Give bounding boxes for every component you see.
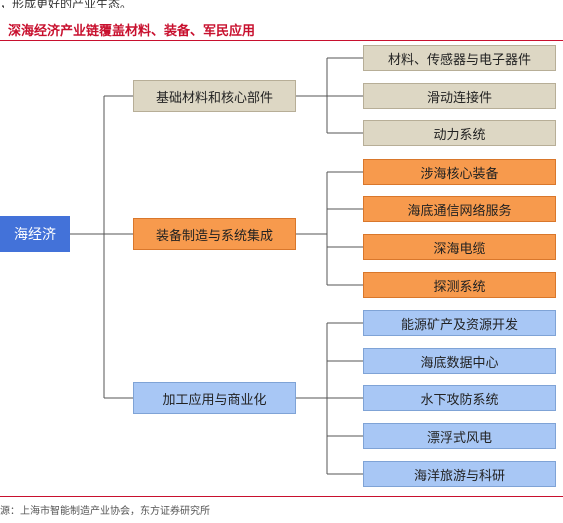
leaf-node: 海底数据中心 xyxy=(363,348,556,374)
branch-node-materials: 基础材料和核心部件 xyxy=(133,80,296,112)
footer-divider xyxy=(0,496,563,497)
leaf-node: 深海电缆 xyxy=(363,234,556,260)
leaf-node: 漂浮式风电 xyxy=(363,423,556,449)
leaf-node: 能源矿产及资源开发 xyxy=(363,310,556,336)
leaf-node: 探测系统 xyxy=(363,272,556,298)
branch-node-equipment: 装备制造与系统集成 xyxy=(133,218,296,250)
cutoff-top-text: ，形成更好的产业生态。 xyxy=(0,0,133,8)
title-divider xyxy=(0,40,563,41)
leaf-node: 海洋旅游与科研 xyxy=(363,461,556,487)
leaf-node: 滑动连接件 xyxy=(363,83,556,109)
leaf-node: 涉海核心装备 xyxy=(363,159,556,185)
source-note: 源：上海市智能制造产业协会，东方证券研究所 xyxy=(0,506,210,517)
root-node: 海经济 xyxy=(0,216,70,252)
leaf-node: 动力系统 xyxy=(363,120,556,146)
branch-node-applications: 加工应用与商业化 xyxy=(133,382,296,414)
diagram-title: 深海经济产业链覆盖材料、装备、军民应用 xyxy=(8,24,256,39)
leaf-node: 海底通信网络服务 xyxy=(363,196,556,222)
leaf-node: 水下攻防系统 xyxy=(363,385,556,411)
leaf-node: 材料、传感器与电子器件 xyxy=(363,45,556,71)
